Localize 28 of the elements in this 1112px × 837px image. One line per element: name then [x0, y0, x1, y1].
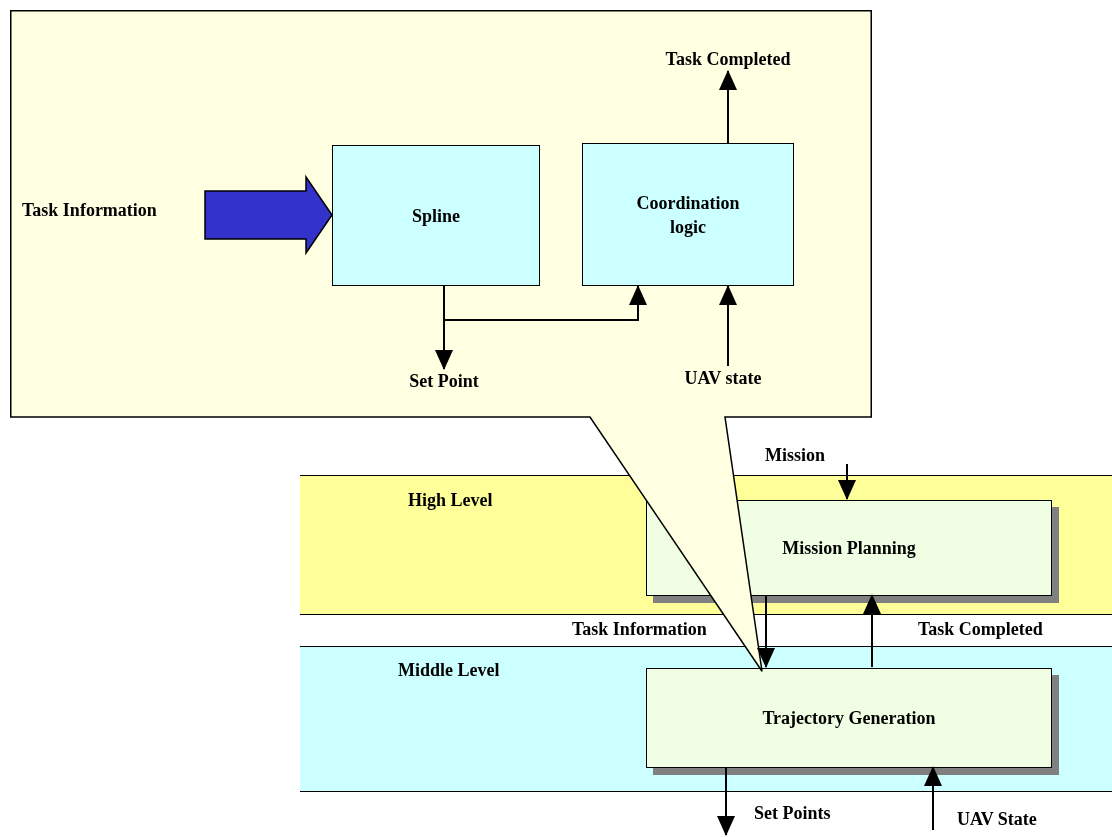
level-band — [300, 646, 1112, 792]
text-label: UAV state — [668, 366, 778, 390]
edge-label: UAV State — [957, 808, 1037, 831]
arrow — [443, 285, 647, 321]
arrow — [757, 594, 775, 668]
band-heading: Middle Level — [398, 659, 500, 682]
edge-label: Task Information — [572, 618, 707, 641]
arrow — [838, 463, 856, 500]
box-label: Coordination logic — [635, 191, 741, 239]
text-label: Task Completed — [648, 47, 808, 71]
block-arrow — [204, 174, 333, 256]
text-label: Set Point — [392, 369, 496, 393]
level-band — [300, 475, 1112, 615]
arrow — [924, 766, 942, 831]
edge-label: Set Points — [754, 802, 831, 825]
edge-label: Task Completed — [918, 618, 1043, 641]
process-box — [582, 143, 794, 286]
box-label: Mission Planning — [782, 537, 916, 560]
arrow — [863, 594, 881, 668]
edge-label: Mission — [765, 444, 825, 467]
arrow — [719, 285, 737, 367]
text-label: Task Information — [22, 198, 205, 222]
band-heading: High Level — [408, 489, 493, 512]
process-box — [332, 145, 540, 286]
box-label: Spline — [412, 204, 460, 228]
box-label: Trajectory Generation — [762, 707, 936, 730]
arrow — [717, 766, 735, 836]
arrow — [719, 70, 737, 144]
